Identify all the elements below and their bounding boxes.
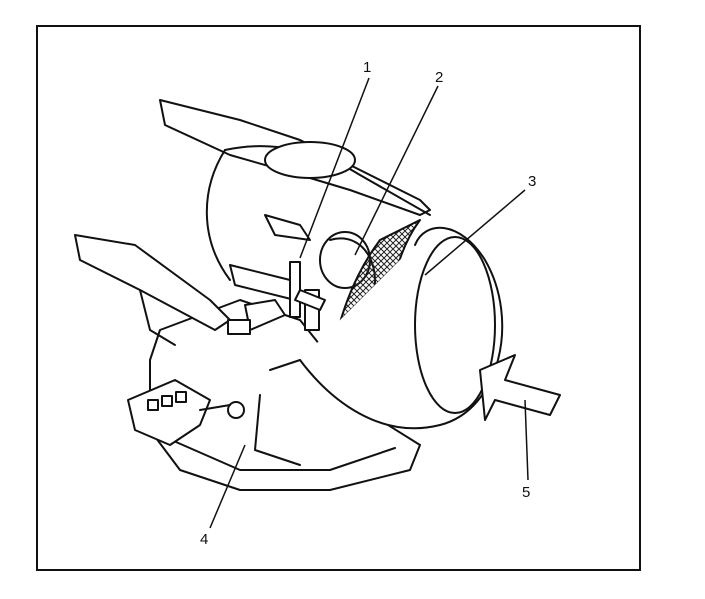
callout-1: 1 (363, 59, 372, 76)
inlet-ring-opening (414, 236, 496, 414)
airflow-arrow (479, 354, 561, 421)
callout-4: 4 (200, 531, 209, 548)
housing-base (149, 299, 421, 491)
connector (127, 379, 211, 446)
lower-flange (74, 234, 231, 331)
callout-2: 2 (435, 69, 444, 86)
callout-3: 3 (528, 173, 537, 190)
callout-5: 5 (522, 484, 531, 501)
